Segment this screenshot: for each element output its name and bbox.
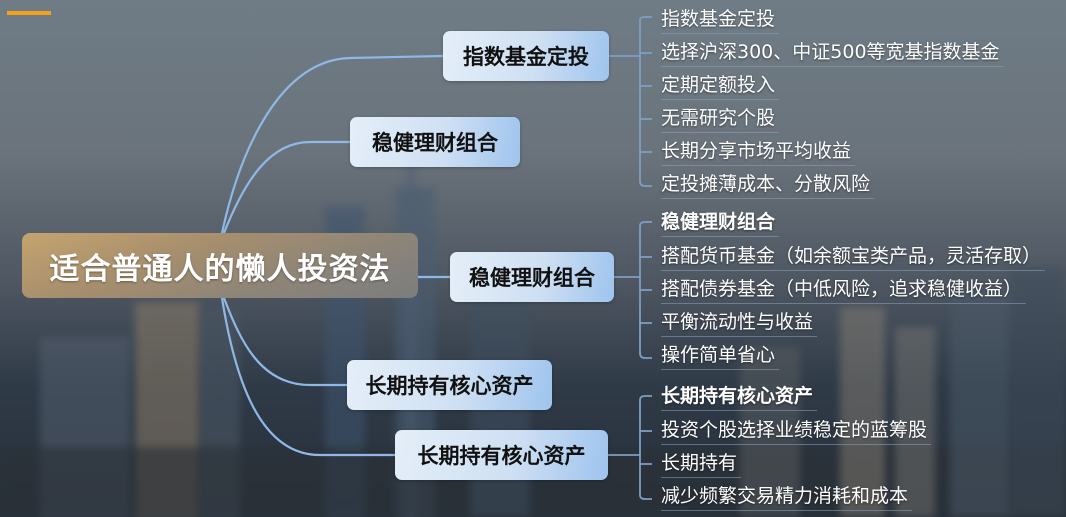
leaf-item[interactable]: 无需研究个股 bbox=[661, 104, 780, 133]
branch-core-assets-collapsed[interactable]: 长期持有核心资产 bbox=[347, 360, 552, 410]
leaf-item[interactable]: 平衡流动性与收益 bbox=[661, 308, 818, 337]
leaf-item[interactable]: 投资个股选择业绩稳定的蓝筹股 bbox=[661, 416, 932, 445]
branch-index-fund[interactable]: 指数基金定投 bbox=[443, 31, 609, 81]
leaf-item[interactable]: 长期分享市场平均收益 bbox=[661, 137, 856, 166]
branch-core-assets[interactable]: 长期持有核心资产 bbox=[395, 430, 608, 480]
leaf-item[interactable]: 稳健理财组合 bbox=[661, 208, 780, 237]
leaf-item[interactable]: 长期持有核心资产 bbox=[661, 382, 818, 411]
leaf-item[interactable]: 定期定额投入 bbox=[661, 71, 780, 100]
leaf-item[interactable]: 指数基金定投 bbox=[661, 5, 780, 34]
accent-bar bbox=[7, 11, 51, 15]
leaf-item[interactable]: 操作简单省心 bbox=[661, 341, 780, 370]
leaf-item[interactable]: 搭配货币基金（如余额宝类产品，灵活存取） bbox=[661, 242, 1046, 271]
leaf-item[interactable]: 定投摊薄成本、分散风险 bbox=[661, 170, 875, 199]
root-node[interactable]: 适合普通人的懒人投资法 bbox=[22, 233, 418, 298]
leaf-item[interactable]: 搭配债券基金（中低风险，追求稳健收益） bbox=[661, 275, 1027, 304]
leaf-item[interactable]: 减少频繁交易精力消耗和成本 bbox=[661, 482, 913, 511]
branch-stable-portfolio-collapsed[interactable]: 稳健理财组合 bbox=[350, 117, 520, 167]
branch-stable-portfolio[interactable]: 稳健理财组合 bbox=[450, 252, 614, 302]
leaf-item[interactable]: 长期持有 bbox=[661, 449, 742, 478]
leaf-item[interactable]: 选择沪深300、中证500等宽基指数基金 bbox=[661, 38, 1004, 67]
